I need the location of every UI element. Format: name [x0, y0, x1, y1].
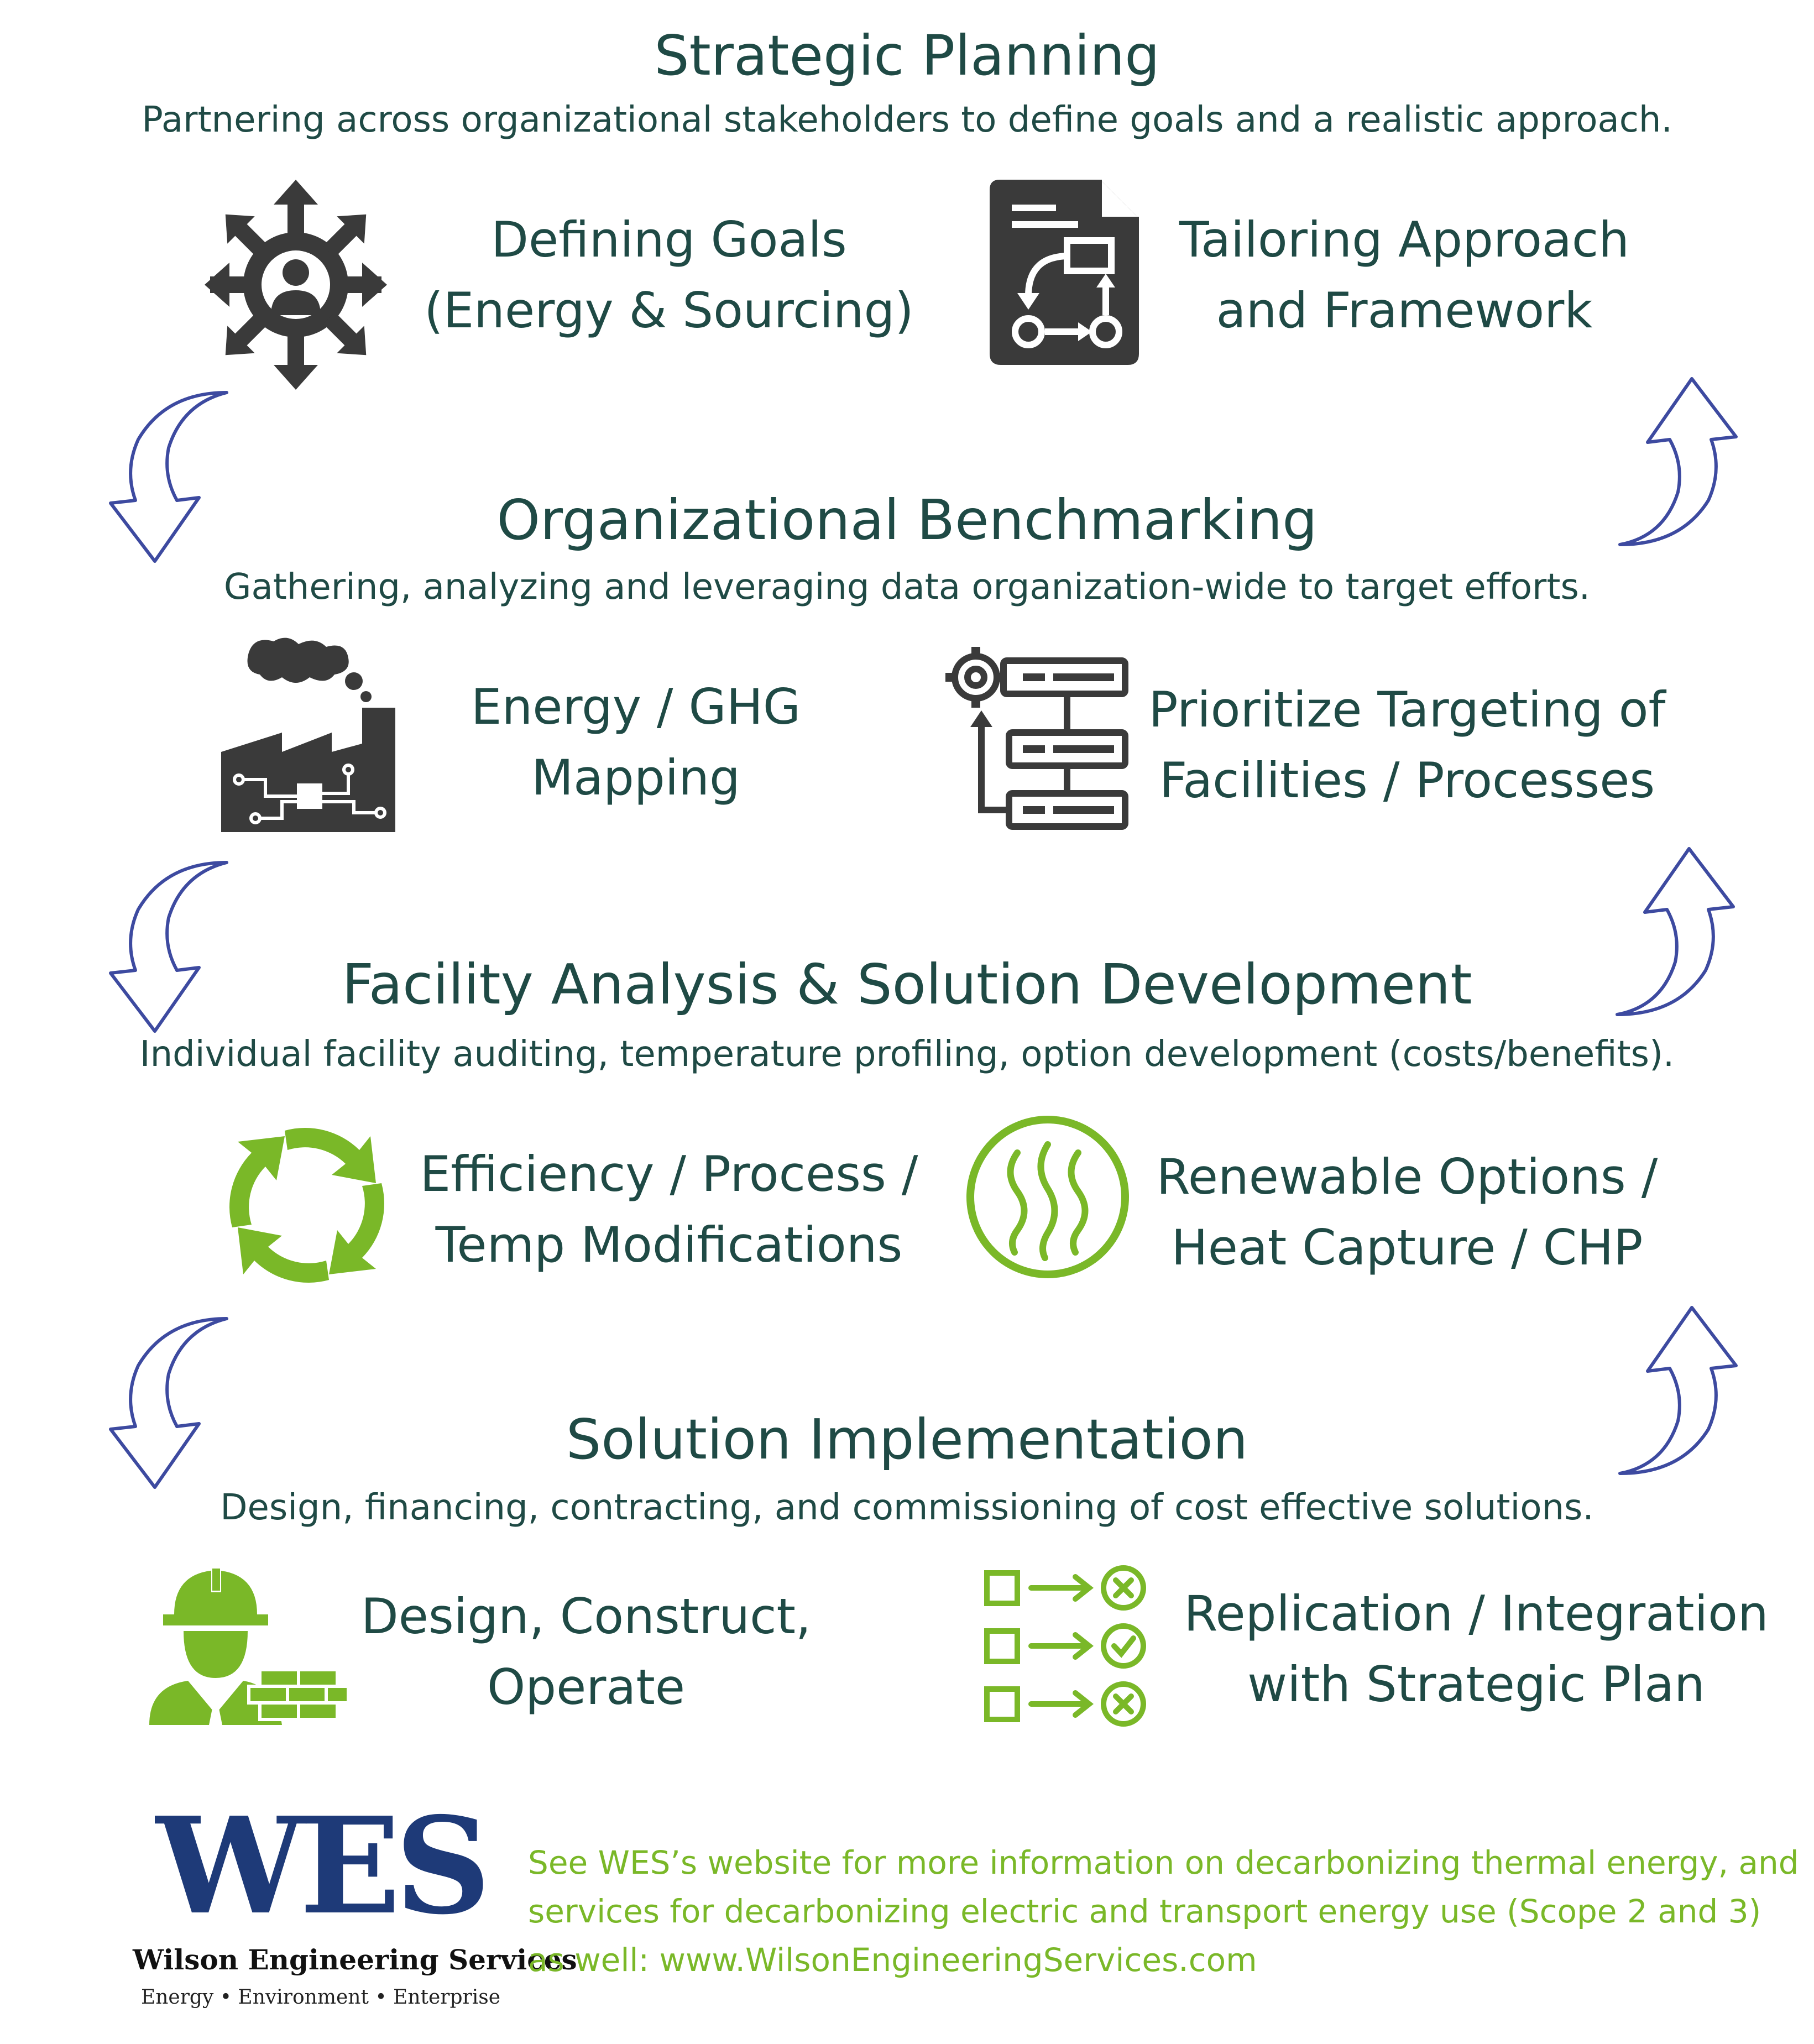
section-subtitle-solution-implementation: Design, financing, contracting, and comm…: [220, 1487, 1594, 1528]
curved-arrow-down-2: [109, 861, 228, 1033]
section-title-facility-analysis: Facility Analysis & Solution Development: [342, 952, 1472, 1017]
curved-arrow-up-3: [1618, 1306, 1738, 1475]
section-title-solution-implementation: Solution Implementation: [566, 1407, 1248, 1472]
section-subtitle-strategic-planning: Partnering across organizational stakeho…: [142, 100, 1672, 140]
gear-process-list-icon: [945, 647, 1128, 830]
item-defining-goals: Defining Goals(Energy & Sourcing): [424, 211, 914, 339]
item-efficiency-process: Efficiency / Process /Temp Modifications: [420, 1146, 918, 1273]
wes-logo-mark: WES: [156, 1788, 491, 1944]
recycle-arrows-icon: [229, 1128, 384, 1283]
item-renewable-options: Renewable Options /Heat Capture / CHP: [1156, 1148, 1658, 1276]
logo-tagline: Energy • Environment • Enterprise: [140, 1986, 501, 2009]
section-subtitle-organizational-benchmarking: Gathering, analyzing and leveraging data…: [223, 567, 1591, 608]
construction-worker-icon: [149, 1567, 348, 1725]
footer-line: services for decarbonizing electric and …: [528, 1893, 1761, 1930]
checklist-arrows-icon: [984, 1565, 1146, 1727]
curved-arrow-up-1: [1618, 377, 1738, 546]
compass-person-icon: [205, 180, 387, 390]
item-design-construct-operate: Design, Construct,Operate: [361, 1588, 811, 1716]
curved-arrow-up-2: [1616, 847, 1735, 1016]
curved-arrow-down-3: [109, 1317, 228, 1489]
footer-note: See WES’s website for more information o…: [528, 1838, 1800, 1984]
heat-waves-icon: [966, 1116, 1129, 1278]
curved-arrow-down-1: [109, 391, 228, 563]
section-subtitle-facility-analysis: Individual facility auditing, temperatur…: [139, 1034, 1675, 1075]
section-title-organizational-benchmarking: Organizational Benchmarking: [496, 488, 1318, 552]
footer-line-website[interactable]: as well: www.WilsonEngineeringServices.c…: [528, 1941, 1257, 1979]
logo-company-name: Wilson Engineering Services: [133, 1943, 577, 1976]
workflow-document-icon: [990, 180, 1139, 365]
section-title-strategic-planning: Strategic Planning: [654, 23, 1160, 88]
footer-line: See WES’s website for more information o…: [528, 1844, 1799, 1881]
factory-icon: [221, 637, 395, 832]
